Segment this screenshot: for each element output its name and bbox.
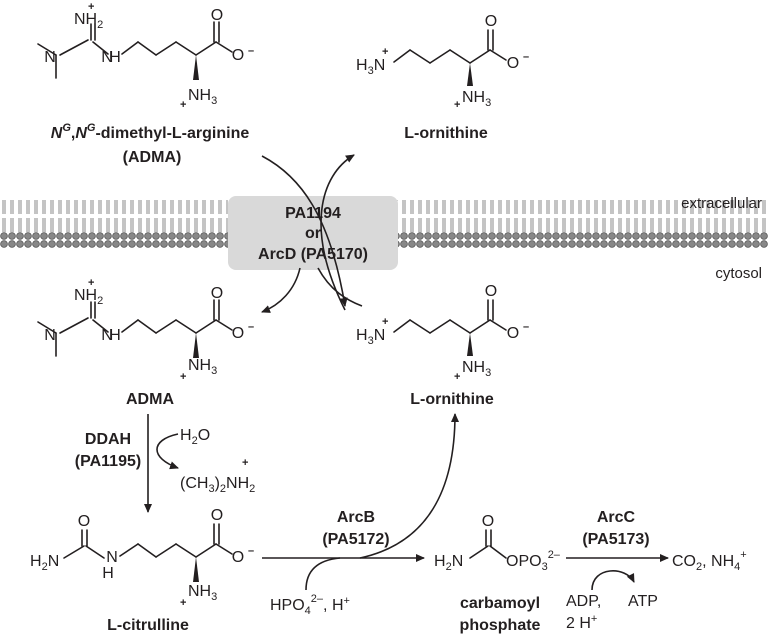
svg-text:+: + — [180, 99, 186, 111]
svg-text:+: + — [88, 277, 94, 289]
svg-text:NH3: NH3 — [188, 87, 217, 107]
svg-text:NH3: NH3 — [462, 89, 491, 109]
svg-text:NH2: NH2 — [74, 11, 103, 31]
svg-text:N: N — [101, 327, 113, 344]
svg-text:–: – — [248, 545, 254, 557]
svg-text:+: + — [382, 316, 388, 328]
svg-text:O: O — [507, 325, 519, 342]
svg-text:H2N: H2N — [30, 553, 59, 573]
ddah-label-2: (PA1195) — [75, 453, 141, 470]
svg-text:–: – — [248, 45, 254, 57]
extracellular-label: extracellular — [681, 195, 762, 212]
svg-text:+: + — [454, 99, 460, 111]
water-label: H2O — [180, 427, 210, 447]
svg-text:O: O — [211, 285, 223, 302]
svg-text:+: + — [382, 46, 388, 58]
svg-text:N: N — [101, 49, 113, 66]
transporter-label-3: ArcD (PA5170) — [258, 246, 368, 263]
svg-text:–: – — [248, 321, 254, 333]
svg-text:NH3: NH3 — [188, 583, 217, 603]
ornithine-cytosol-arrow — [317, 267, 363, 307]
phosphate-input-arrow — [305, 557, 341, 591]
citrulline-structure: O H2N H N O O – NH3 + — [30, 507, 254, 609]
adma-structure-inside: NH2 + N N H O O – NH3 + — [37, 277, 254, 383]
ornithine-outside-name: L-ornithine — [404, 125, 488, 142]
svg-text:+: + — [88, 1, 94, 13]
adma-outside-abbr: (ADMA) — [123, 149, 182, 166]
svg-text:+: + — [242, 457, 248, 469]
svg-text:O: O — [232, 325, 244, 342]
adp-label: ADP, — [566, 593, 601, 610]
svg-text:O: O — [482, 513, 494, 530]
svg-text:+: + — [180, 371, 186, 383]
ornithine-inside-name: L-ornithine — [410, 391, 494, 408]
svg-text:O: O — [485, 283, 497, 300]
citrulline-name: L-citrulline — [107, 617, 189, 634]
dimethylamine-label: (CH3)2NH2 — [180, 475, 255, 495]
svg-text:–: – — [523, 51, 529, 63]
svg-text:O: O — [211, 507, 223, 524]
svg-text:H3N: H3N — [356, 327, 385, 347]
two-h-label: 2 H+ — [566, 613, 597, 632]
adma-inside-name: ADMA — [126, 391, 174, 408]
svg-text:NH3: NH3 — [462, 359, 491, 379]
ornithine-structure-outside: H3N + O O – NH3 + — [356, 13, 529, 111]
ddah-label-1: DDAH — [85, 431, 131, 448]
ddah-side-arrow — [156, 433, 179, 470]
arcb-label-2: (PA5172) — [322, 531, 389, 548]
ornithine-export-arrow — [320, 154, 355, 311]
svg-text:H: H — [109, 327, 121, 344]
svg-text:+: + — [180, 597, 186, 609]
cytosol-label: cytosol — [715, 265, 762, 282]
adp-atp-arrow — [591, 570, 635, 591]
svg-text:NH3: NH3 — [188, 357, 217, 377]
adma-outside-name: NG,NG-dimethyl-L-arginine — [51, 122, 250, 142]
svg-text:O: O — [78, 513, 90, 530]
svg-text:H: H — [109, 49, 121, 66]
arcb-label-1: ArcB — [337, 509, 375, 526]
svg-text:OPO32–: OPO32– — [506, 549, 561, 573]
svg-text:O: O — [232, 47, 244, 64]
arcc-label-2: (PA5173) — [582, 531, 649, 548]
svg-text:N: N — [44, 49, 56, 66]
phosphate-label: HPO42–, H+ — [270, 593, 350, 617]
adma-arrive-arrow — [261, 267, 301, 313]
adma-structure-outside: NH2 + N H N O O – NH3 + — [37, 1, 254, 111]
arcc-label-1: ArcC — [597, 509, 636, 526]
atp-label: ATP — [628, 593, 658, 610]
transporter-label-1: PA1194 — [285, 205, 341, 222]
svg-text:H3N: H3N — [356, 57, 385, 77]
ornithine-release-arrow — [359, 413, 459, 559]
svg-text:N: N — [44, 327, 56, 344]
svg-text:O: O — [232, 549, 244, 566]
svg-text:O: O — [485, 13, 497, 30]
svg-text:N: N — [106, 549, 118, 566]
membrane-left — [0, 200, 228, 248]
svg-text:H: H — [102, 565, 114, 582]
membrane-right — [396, 200, 768, 248]
svg-text:NH2: NH2 — [74, 287, 103, 307]
svg-text:–: – — [523, 321, 529, 333]
carbamoyl-phosphate-structure: O H2N OPO32– — [434, 513, 561, 573]
carbamoyl-name-2: phosphate — [460, 617, 541, 634]
svg-text:O: O — [507, 55, 519, 72]
adma-import-arrow — [261, 155, 348, 307]
transporter-box — [228, 196, 398, 270]
svg-text:H2N: H2N — [434, 553, 463, 573]
carbamoyl-name-1: carbamoyl — [460, 595, 540, 612]
co2-nh4-label: CO2, NH4+ — [672, 549, 747, 573]
transporter-label-2: or — [305, 225, 321, 242]
ornithine-structure-inside: H3N + O O – NH3 + — [356, 283, 529, 383]
svg-text:O: O — [211, 7, 223, 24]
svg-text:+: + — [454, 371, 460, 383]
